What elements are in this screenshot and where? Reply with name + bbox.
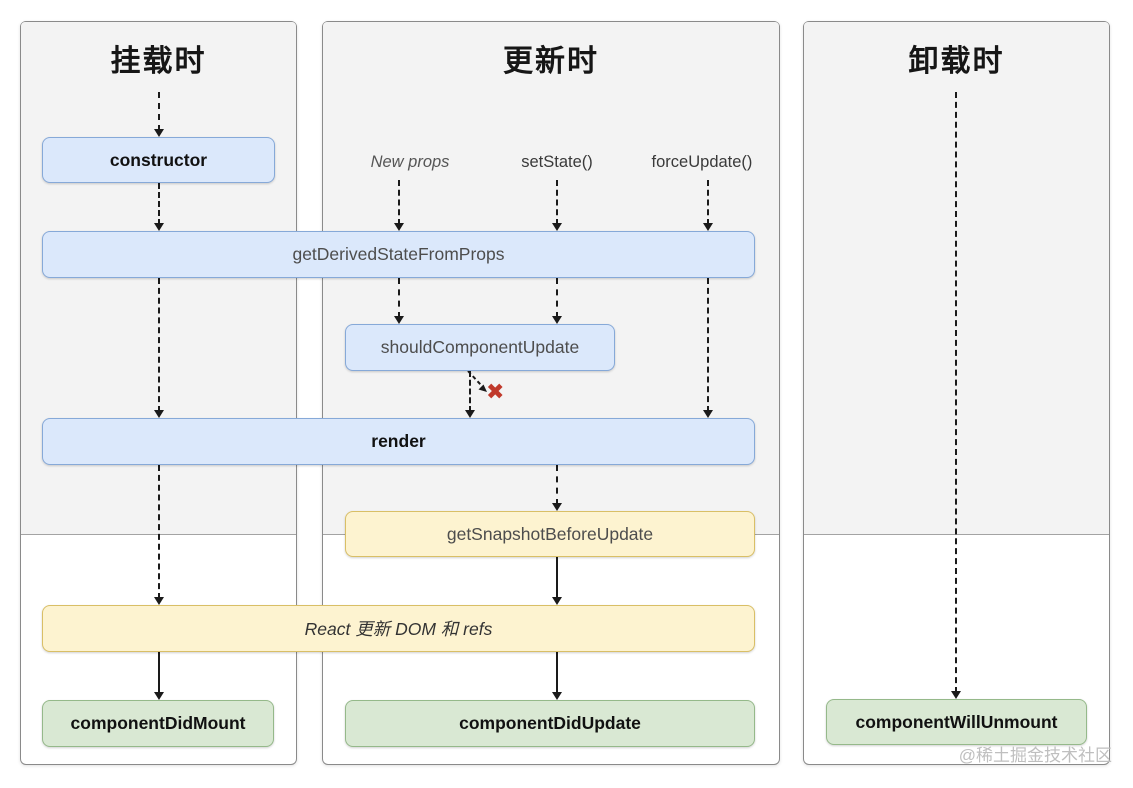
arrow-getderived-to-shouldupdate-right [552, 278, 562, 324]
trigger-set-state: setState() [521, 153, 593, 171]
column-updating: 更新时 [322, 21, 780, 765]
column-title-unmounting: 卸载时 [908, 45, 1005, 78]
arrow-unmounting-to-willunmount [951, 92, 961, 699]
trigger-force-update: forceUpdate() [651, 153, 753, 171]
node-should-component-update: shouldComponentUpdate [345, 324, 615, 371]
arrow-forceupdate-to-getderived [703, 180, 713, 231]
trigger-new-props: New props [370, 153, 450, 171]
arrow-getderived-to-shouldupdate-left [394, 278, 404, 324]
watermark: @稀土掘金技术社区 [958, 746, 1112, 765]
arrow-reactupdates-to-didmount [154, 652, 164, 700]
node-render: render [42, 418, 755, 465]
column-title-mounting: 挂载时 [110, 45, 207, 78]
arrow-reactupdates-to-didupdate [552, 652, 562, 700]
arrow-constructor-to-getderived [154, 183, 164, 231]
reject-x-icon: ✖ [486, 379, 505, 404]
arrow-getsnapshot-to-reactupdates [552, 557, 562, 605]
arrow-mounting-to-constructor [154, 92, 164, 137]
arrow-render-to-getsnapshot [552, 465, 562, 511]
node-get-derived-state-from-props: getDerivedStateFromProps [42, 231, 755, 278]
arrow-newprops-to-getderived [394, 180, 404, 231]
arrow-shouldupdate-to-render [465, 371, 475, 418]
arrow-getderived-to-render-mount [154, 278, 164, 418]
node-component-will-unmount: componentWillUnmount [826, 699, 1087, 745]
node-constructor: constructor [42, 137, 275, 183]
node-get-snapshot-before-update: getSnapshotBeforeUpdate [345, 511, 755, 557]
node-component-did-mount: componentDidMount [42, 700, 274, 747]
arrow-forceupdate-bypass-to-render [703, 278, 713, 418]
arrow-setstate-to-getderived [552, 180, 562, 231]
node-react-updates-dom-and-refs: React 更新 DOM 和 refs [42, 605, 755, 652]
column-title-updating: 更新时 [503, 45, 599, 78]
arrow-render-to-reactupdates-mount [154, 465, 164, 605]
arrow-shouldupdate-false-branch [467, 370, 487, 392]
node-component-did-update: componentDidUpdate [345, 700, 755, 747]
